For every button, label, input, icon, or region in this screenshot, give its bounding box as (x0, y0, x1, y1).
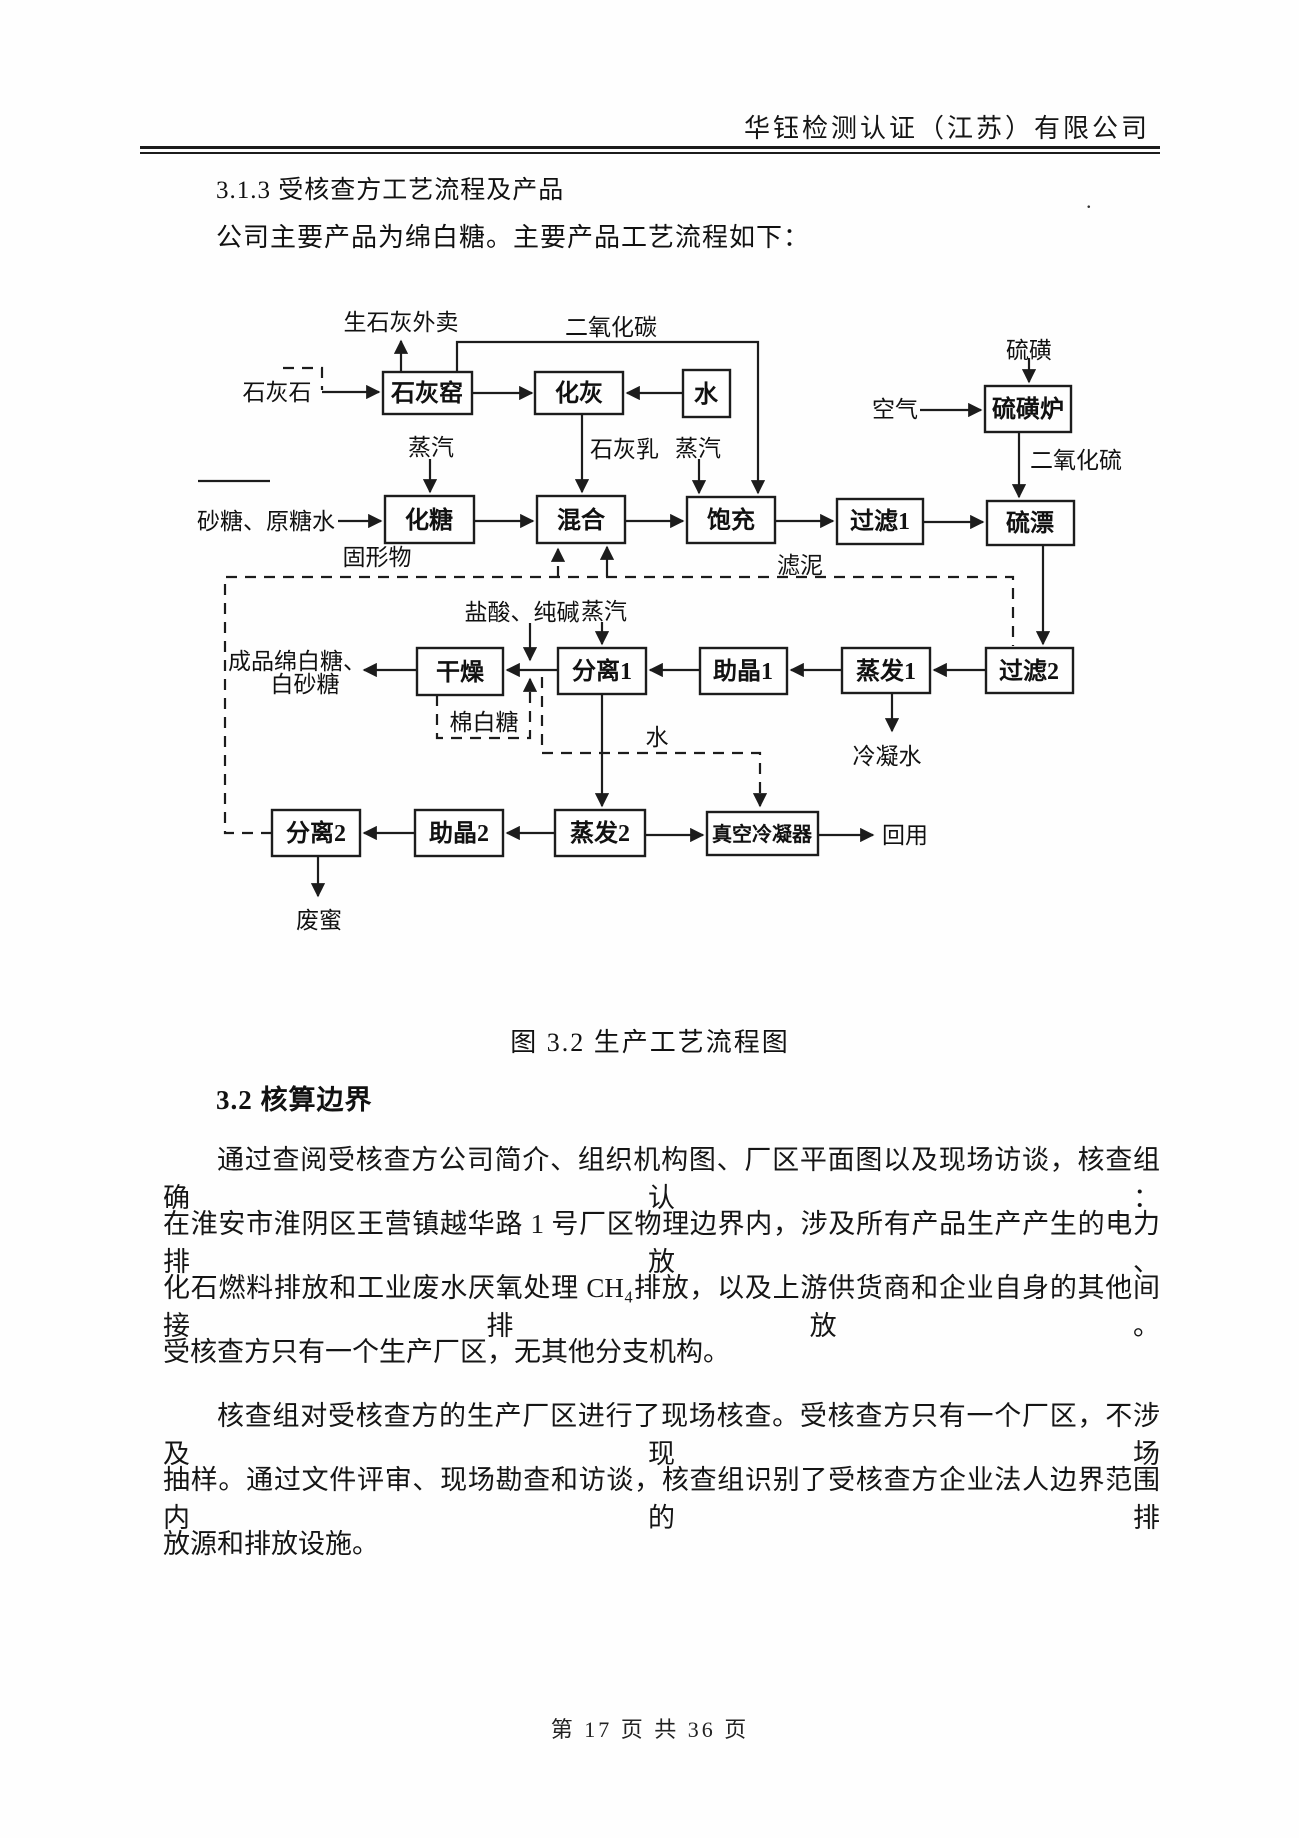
dashed-cottonsugar-return (435, 677, 538, 740)
label-solids: 固形物 (343, 545, 412, 570)
node-sulfurfurnace: 硫磺炉 (983, 384, 1073, 434)
label-condensate: 冷凝水 (853, 744, 922, 769)
edge-co2-limekiln-to-carbonation (455, 340, 766, 495)
node-sugarmelting-label: 化糖 (405, 506, 453, 534)
node-limekiln-label: 石灰窑 (390, 379, 463, 407)
node-crystal2-label: 助晶2 (429, 820, 489, 847)
node-filter1: 过滤1 (835, 497, 925, 546)
node-separation1-label: 分离1 (572, 657, 632, 685)
section-3-2-heading: 3.2 核算边界 (216, 1085, 373, 1115)
dashed-water-to-vacuumcondenser (540, 677, 768, 808)
label-product-line2: 白砂糖 (271, 672, 340, 697)
header-company-name: 华钰检测认证（江苏）有限公司 (743, 114, 1150, 143)
label-water: 水 (646, 725, 669, 750)
label-sulfur: 硫磺 (1006, 338, 1052, 363)
body-line: 核查组对受核查方的生产厂区进行了现场核查。受核查方只有一个厂区，不涉及现场 (163, 1401, 1160, 1469)
node-filter2: 过滤2 (984, 646, 1075, 695)
label-steam-2: 蒸汽 (675, 436, 721, 461)
node-evaporation2-label: 蒸发2 (570, 819, 630, 847)
label-filter-mud: 滤泥 (777, 553, 823, 578)
node-evaporation1: 蒸发1 (840, 646, 932, 695)
node-vacuumcondenser: 真空冷凝器 (705, 810, 820, 857)
process-flow-diagram: 石灰窑 化灰 水 硫磺炉 化糖 混合 饱充 过滤1 (197, 310, 1122, 933)
node-water-label: 水 (694, 381, 719, 408)
node-limeslaking-label: 化灰 (555, 379, 603, 407)
node-sulfurbleach: 硫漂 (985, 499, 1076, 547)
section-3-1-3-heading: 3.1.3 受核查方工艺流程及产品 (216, 177, 565, 204)
node-carbonation-label: 饱充 (707, 506, 755, 534)
body-line: 放源和排放设施。 (163, 1529, 379, 1559)
node-mixing-label: 混合 (557, 506, 606, 534)
node-drying: 干燥 (415, 646, 505, 697)
node-mixing: 混合 (535, 494, 627, 545)
body-line: 通过查阅受核查方公司简介、组织机构图、厂区平面图以及现场访谈，核查组确认： (163, 1145, 1160, 1213)
label-steam-1: 蒸汽 (408, 435, 454, 460)
label-steam-3: 蒸汽 (581, 599, 627, 624)
node-filter2-label: 过滤2 (999, 658, 1059, 685)
node-separation2-label: 分离2 (286, 819, 346, 847)
node-water: 水 (681, 368, 732, 419)
label-so2: 二氧化硫 (1030, 448, 1122, 473)
label-hcl-soda: 盐酸、纯碱 (465, 600, 580, 625)
node-drying-label: 干燥 (436, 659, 485, 686)
label-cotton-sugar: 棉白糖 (450, 710, 519, 735)
node-crystal1-label: 助晶1 (713, 658, 773, 685)
node-limekiln: 石灰窑 (381, 370, 474, 416)
body-line: 在淮安市淮阴区王营镇越华路 1 号厂区物理边界内，涉及所有产品生产产生的电力排放… (163, 1209, 1160, 1277)
node-crystal1: 助晶1 (698, 646, 789, 696)
node-sulfurfurnace-label: 硫磺炉 (992, 395, 1064, 423)
node-sulfurbleach-label: 硫漂 (1006, 509, 1054, 537)
margin-stray-dot: . (1086, 188, 1092, 213)
label-limestone: 石灰石 (243, 380, 312, 405)
label-waste-molasses: 废蜜 (296, 908, 342, 933)
label-raw-sugar-water: 砂糖、原糖水 (197, 509, 335, 534)
page-number: 第 17 页 共 36 页 (550, 1717, 750, 1742)
label-product-line1: 成品绵白糖、 (228, 649, 366, 674)
body-line: 化石燃料排放和工业废水厌氧处理 CH₄排放，以及上游供货商和企业自身的其他间接排… (163, 1273, 1160, 1341)
node-sugarmelting: 化糖 (383, 494, 476, 545)
limestone-dashed-fragment (283, 366, 324, 390)
figure-caption: 图 3.2 生产工艺流程图 (510, 1028, 790, 1057)
label-co2: 二氧化碳 (565, 315, 657, 340)
label-air: 空气 (872, 397, 918, 422)
body-line: 抽样。通过文件评审、现场勘查和访谈，核查组识别了受核查方企业法人边界范围内的排 (163, 1465, 1160, 1533)
node-carbonation: 饱充 (685, 495, 777, 545)
node-evaporation1-label: 蒸发1 (856, 657, 916, 685)
label-quicklime-sale: 生石灰外卖 (344, 310, 459, 335)
node-vacuumcondenser-label: 真空冷凝器 (712, 822, 813, 846)
header-rule-bottom (140, 152, 1160, 154)
node-filter1-label: 过滤1 (850, 508, 910, 535)
node-crystal2: 助晶2 (413, 808, 505, 858)
node-separation2: 分离2 (270, 808, 362, 858)
node-limeslaking: 化灰 (533, 370, 625, 416)
body-line: 受核查方只有一个生产厂区，无其他分支机构。 (163, 1337, 730, 1367)
label-reuse: 回用 (882, 823, 928, 848)
header-rule-top (140, 146, 1160, 149)
node-separation1: 分离1 (556, 646, 648, 696)
section-3-1-3-intro: 公司主要产品为绵白糖。主要产品工艺流程如下： (216, 223, 811, 252)
node-evaporation2: 蒸发2 (553, 808, 647, 858)
label-lime-milk: 石灰乳 (590, 437, 659, 462)
